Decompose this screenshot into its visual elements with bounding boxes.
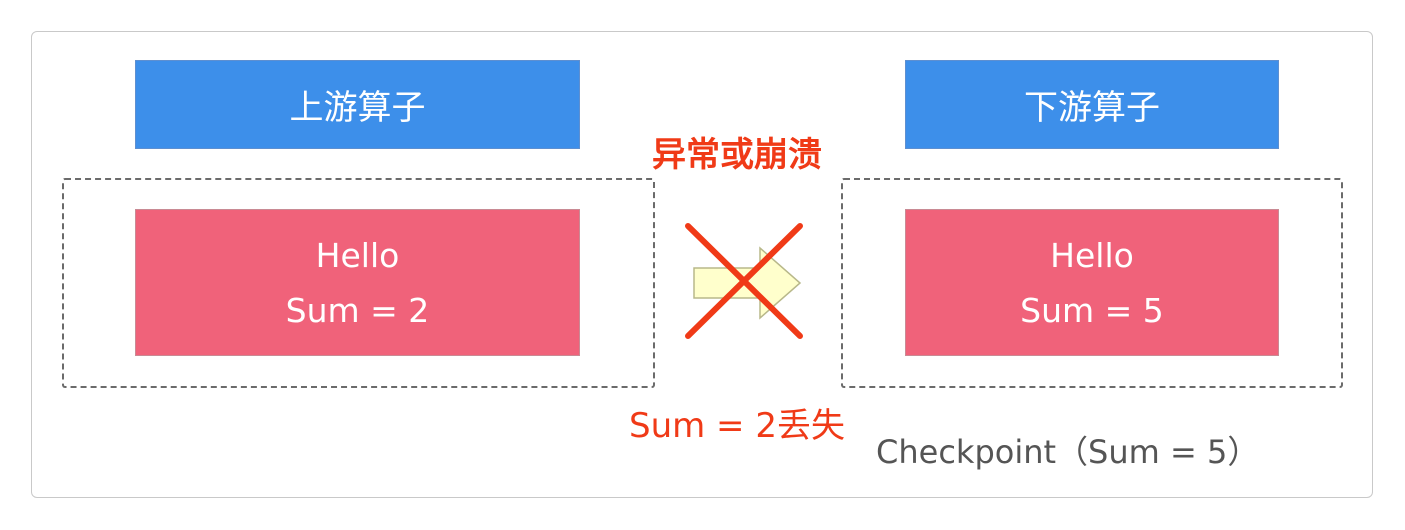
- blocked-arrow-icon: [685, 223, 803, 339]
- checkpoint-label: Checkpoint（Sum = 5）: [876, 433, 1260, 471]
- downstream-state-line1: Hello: [1050, 235, 1134, 275]
- downstream-state-box: Hello Sum = 5: [905, 209, 1279, 356]
- upstream-dashed-group: [62, 178, 655, 388]
- upstream-operator-box: 上游算子: [135, 60, 580, 149]
- downstream-operator-box: 下游算子: [905, 60, 1279, 149]
- upstream-state-line2: Sum = 2: [285, 290, 430, 330]
- cross-mark-line-2: [685, 223, 803, 339]
- upstream-state-line1: Hello: [315, 235, 400, 275]
- downstream-operator-label: 下游算子: [1024, 88, 1160, 128]
- upstream-state-box: Hello Sum = 2: [135, 209, 580, 356]
- failure-label: 异常或崩溃: [652, 135, 822, 175]
- upstream-operator-label: 上游算子: [289, 88, 426, 128]
- lost-state-label: Sum = 2丢失: [629, 406, 845, 446]
- downstream-dashed-group: [841, 178, 1343, 388]
- downstream-state-line2: Sum = 5: [1020, 290, 1164, 330]
